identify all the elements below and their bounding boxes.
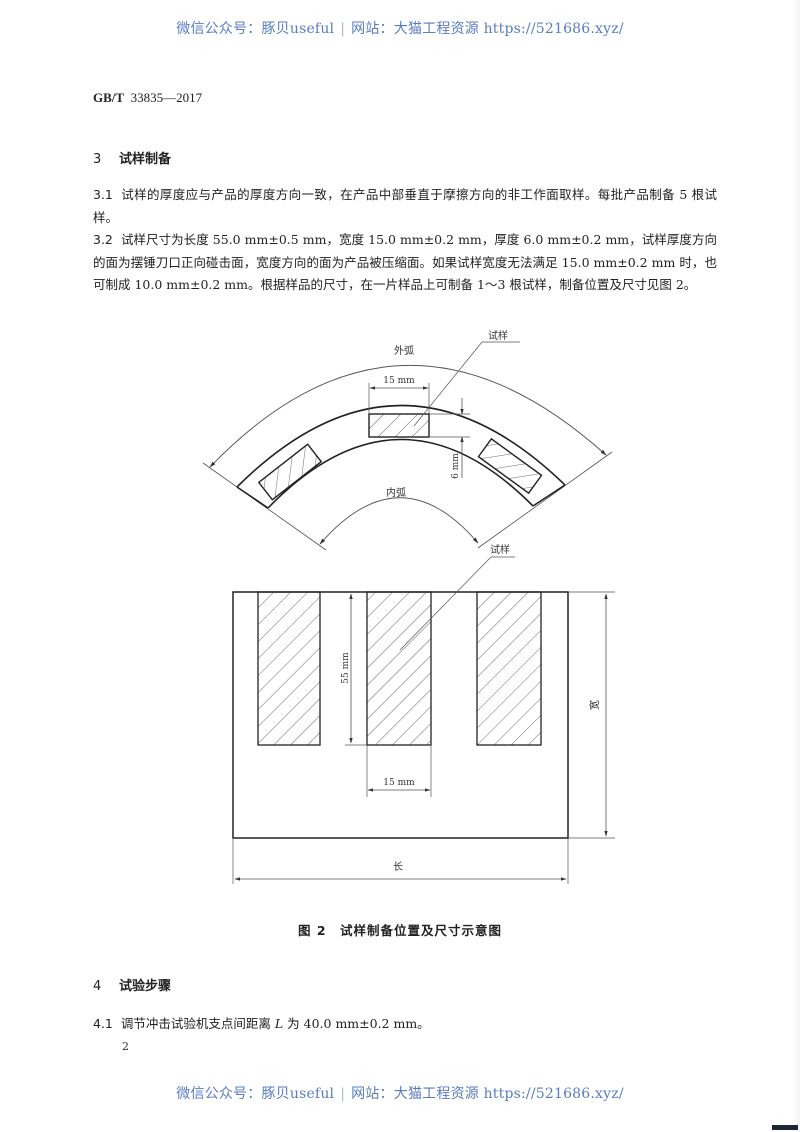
watermark-wechat: 微信公众号：豚贝useful <box>176 21 335 37</box>
specimen-left <box>257 443 323 501</box>
plan-specimen-3 <box>476 591 542 746</box>
clause-number: 3.1 <box>93 187 113 202</box>
plan-length-dimension: 55 mm <box>341 652 351 684</box>
watermark-site: 网站：大猫工程资源 https://521686.xyz/ <box>351 1086 624 1102</box>
clause-text: 试样尺寸为长度 55.0 mm±0.5 mm，宽度 15.0 mm±0.2 mm… <box>93 232 717 292</box>
clause-number: 3.2 <box>93 232 113 247</box>
outer-arc-label: 外弧 <box>394 344 414 357</box>
variable-L: L <box>274 1016 284 1031</box>
figure-caption: 图 2 试样制备位置及尺寸示意图 <box>297 923 503 938</box>
specimen-right <box>477 437 543 495</box>
watermark-separator: | <box>340 21 346 37</box>
clause-text-after: 为 40.0 mm±0.2 mm。 <box>283 1016 430 1031</box>
section-title: 试验步骤 <box>119 979 172 994</box>
arc-width-dimension: 15 mm <box>383 376 415 386</box>
inner-arc-dimension-line <box>319 497 479 545</box>
section-title: 试样制备 <box>119 152 172 167</box>
overall-length-label: 长 <box>393 861 403 873</box>
arc-view: 15 mm 6 mm 外弧 内弧 试样 <box>202 329 613 551</box>
clause-text: 试样的厚度应与产品的厚度方向一致，在产品中部垂直于摩擦方向的非工作面取样。每批产… <box>93 187 717 225</box>
section-number: 3 <box>93 152 102 167</box>
specimen-center <box>368 413 430 438</box>
watermark-wechat: 微信公众号：豚贝useful <box>176 1086 335 1102</box>
clause-number: 4.1 <box>93 1016 113 1031</box>
standard-code: GB/T 33835—2017 <box>93 90 202 106</box>
section-4-heading: 4 试验步骤 <box>93 975 171 994</box>
standard-number: 33835—2017 <box>130 90 203 105</box>
section-3-heading: 3 试样制备 <box>93 148 171 167</box>
plan-view: 55 mm 15 mm 宽 长 试样 <box>232 543 615 884</box>
scan-edge-shadow <box>792 0 800 1132</box>
watermark-site: 网站：大猫工程资源 https://521686.xyz/ <box>351 21 624 37</box>
standard-prefix: GB/T <box>93 90 125 105</box>
watermark-bottom: 微信公众号：豚贝useful | 网站：大猫工程资源 https://521686.… <box>0 1083 800 1103</box>
plan-specimen-label: 试样 <box>490 543 510 556</box>
watermark-top: 微信公众号：豚贝useful | 网站：大猫工程资源 https://521686.… <box>0 18 800 38</box>
body-outer-arc <box>236 404 566 488</box>
inner-arc-label: 内弧 <box>386 486 406 499</box>
page-number: 2 <box>122 1040 129 1053</box>
figure-2-drawing: 15 mm 6 mm 外弧 内弧 试样 55 mm 15 mm <box>202 329 615 884</box>
scan-corner-mark <box>772 1125 798 1130</box>
plan-specimen-1 <box>257 591 321 746</box>
plan-width-dimension: 15 mm <box>383 778 415 788</box>
body-inner-arc <box>267 438 534 509</box>
outer-arc-dimension-line <box>209 364 607 468</box>
arc-thickness-dimension: 6 mm <box>451 453 461 479</box>
paragraph-4-1: 4.1 调节冲击试验机支点间距离 L 为 40.0 mm±0.2 mm。 <box>93 1013 717 1036</box>
arc-specimen-label: 试样 <box>488 329 508 342</box>
overall-width-label: 宽 <box>588 700 601 710</box>
section-number: 4 <box>93 979 102 994</box>
plan-specimen-2 <box>366 591 432 746</box>
clause-text: 调节冲击试验机支点间距离 <box>120 1016 275 1031</box>
watermark-separator: | <box>340 1086 346 1102</box>
